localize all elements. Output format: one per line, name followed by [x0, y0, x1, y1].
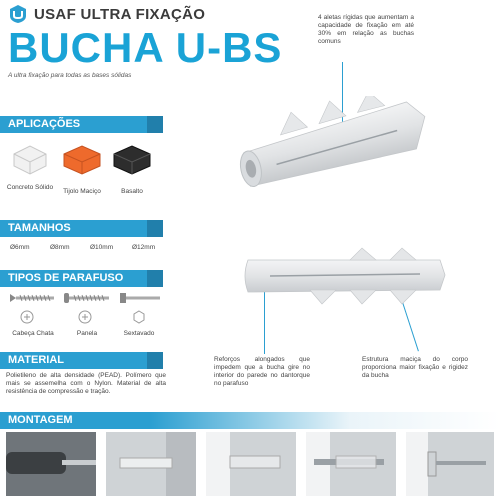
brick-icon [63, 145, 101, 175]
screw-icon [10, 294, 54, 302]
callout-line-top [342, 62, 343, 138]
screw-icon [64, 293, 109, 303]
screw-icon [120, 293, 160, 303]
product-title: BUCHA U-BS [8, 24, 283, 71]
basalt-block-icon [113, 145, 151, 175]
screw-head-icon [20, 310, 34, 324]
section-montagem: MONTAGEM [0, 412, 500, 429]
tamanho-8: Ø8mm [50, 244, 70, 251]
parafuso-cabeca-chata: Cabeça Chata [12, 330, 54, 337]
aplicacao-basalto: Basalto [121, 188, 143, 195]
parafuso-panela: Panela [76, 330, 98, 337]
callout-reforcos: Reforços alongados que impedem que a buc… [214, 356, 310, 387]
tamanho-6: Ø6mm [10, 244, 30, 251]
aplicacao-concreto: Concreto Sólido [6, 184, 54, 191]
bucha-image-side [244, 247, 446, 305]
screw-head-icon [78, 310, 92, 324]
section-aplicacoes: APLICAÇÕES [0, 116, 163, 133]
callout-estrutura: Estrutura maciça do corpo proporciona ma… [362, 356, 468, 379]
montagem-passo-1 [6, 432, 96, 496]
tagline: A ultra fixação para todas as bases sóli… [8, 72, 132, 79]
callout-line-left [264, 272, 265, 354]
parafuso-sextavado: Sextavado [123, 330, 155, 337]
brand-title: USAF ULTRA FIXAÇÃO [34, 5, 206, 23]
section-parafusos: TIPOS DE PARAFUSO [0, 270, 163, 287]
tamanho-12: Ø12mm [132, 244, 156, 251]
callout-aletas: 4 aletas rígidas que aumentam a capacida… [318, 14, 414, 45]
bucha-image-angled [239, 96, 426, 188]
montagem-passo-4 [306, 432, 396, 496]
screw-head-icon [133, 310, 145, 324]
material-text: Polietileno de alta densidade (PEAD). Po… [6, 372, 166, 395]
montagem-passo-2 [106, 432, 196, 496]
montagem-passo-5 [406, 432, 494, 496]
concrete-block-icon [13, 145, 47, 175]
section-material: MATERIAL [0, 352, 163, 369]
usaf-logo-icon [10, 5, 26, 23]
aplicacao-tijolo: Tijolo Maciço [63, 188, 101, 195]
brand-header: USAF ULTRA FIXAÇÃO [8, 4, 205, 24]
tamanho-10: Ø10mm [90, 244, 114, 251]
section-tamanhos: TAMANHOS [0, 220, 163, 237]
montagem-passo-3 [206, 432, 296, 496]
